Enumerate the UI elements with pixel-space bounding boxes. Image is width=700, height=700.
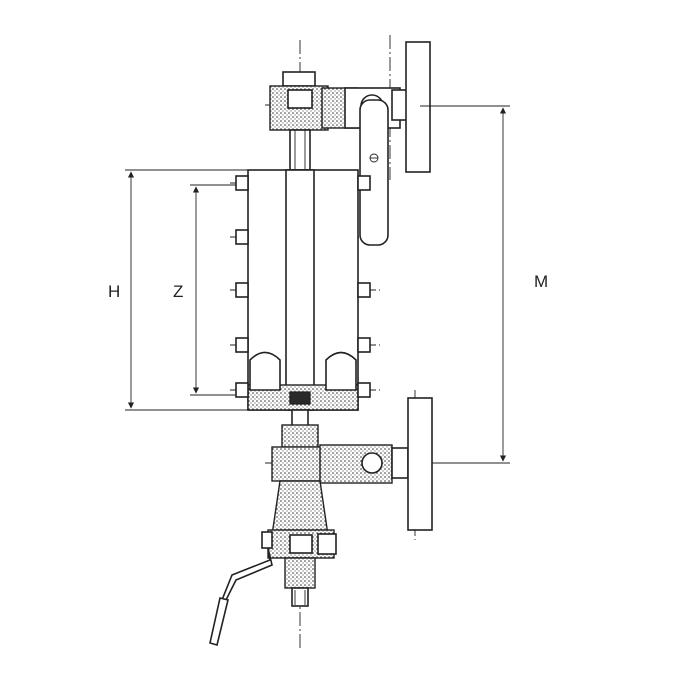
dimension-label-m: M [534, 272, 548, 291]
flange-icon [391, 41, 431, 173]
lower-cock [271, 409, 409, 484]
dimension-label-h: H [108, 282, 120, 301]
gauge-chamber [247, 169, 359, 411]
cover-bolts [235, 175, 371, 398]
drain-lever-icon [209, 531, 273, 646]
dimensions: H Z M [108, 105, 548, 464]
drain-valve [267, 480, 337, 607]
flange-icon [407, 397, 433, 531]
dimension-label-z: Z [173, 282, 183, 301]
valve-handle-icon [359, 99, 389, 246]
